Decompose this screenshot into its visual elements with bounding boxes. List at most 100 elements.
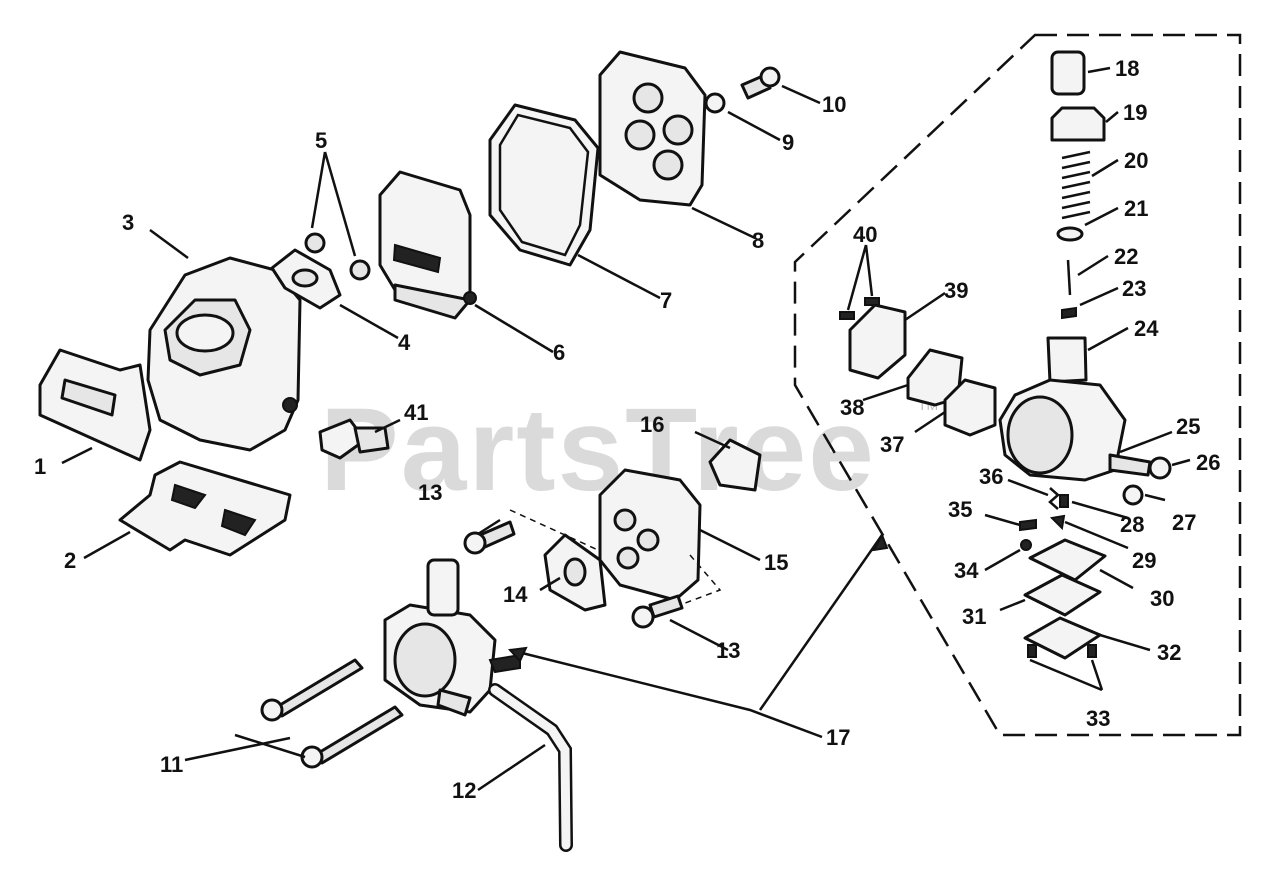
- part-heat-shield-slot: [60, 378, 117, 417]
- callout-14: 14: [503, 582, 528, 607]
- part-muffler-gasket: [118, 460, 292, 557]
- callout-24: 24: [1134, 316, 1159, 341]
- callout-3: 3: [122, 210, 134, 235]
- part-spacer-screw-lower-shank: [648, 594, 684, 619]
- callout-32: 32: [1157, 640, 1181, 665]
- part-carb-lever: [488, 653, 521, 674]
- part-35-pin: [1019, 518, 1037, 532]
- part-25-screw: [1108, 453, 1152, 477]
- callout-30: 30: [1150, 586, 1174, 611]
- callout-10: 10: [822, 92, 846, 117]
- part-21-washer: [1056, 226, 1084, 242]
- callout-18: 18: [1115, 56, 1139, 81]
- part-carb-long-screw-lower: [313, 705, 404, 765]
- callout-34: 34: [954, 558, 979, 583]
- part-40-screw-b: [864, 297, 880, 306]
- callout-36: 36: [979, 464, 1003, 489]
- part-18-cap: [1050, 50, 1086, 96]
- callout-1: 1: [34, 454, 46, 479]
- callout-41: 41: [404, 400, 428, 425]
- part-bracket-spring: [392, 243, 442, 274]
- part-gasket-port-b: [220, 508, 257, 537]
- part-spacer-hole-b: [636, 528, 660, 552]
- part-37-gasket: [943, 378, 997, 437]
- callout-8: 8: [752, 228, 764, 253]
- callout-23: 23: [1122, 276, 1146, 301]
- part-30-gasket: [1028, 538, 1107, 582]
- callout-35: 35: [948, 497, 972, 522]
- part-28-pin: [1059, 494, 1069, 508]
- callout-31: 31: [962, 604, 986, 629]
- callout-13-lower: 13: [716, 638, 740, 663]
- callout-21: 21: [1124, 196, 1148, 221]
- part-spacer-gasket: [708, 438, 762, 492]
- callout-15: 15: [764, 550, 788, 575]
- callout-29: 29: [1132, 548, 1156, 573]
- carburetor-kit-boundary: [793, 33, 1242, 737]
- callout-25: 25: [1176, 414, 1200, 439]
- part-exhaust-gasket-hole: [291, 268, 319, 288]
- callout-4: 4: [398, 330, 411, 355]
- callout-39: 39: [944, 278, 968, 303]
- part-gasket-port-a: [170, 483, 207, 510]
- part-spacer-hole-c: [616, 546, 640, 570]
- callout-16: 16: [640, 412, 664, 437]
- part-nut-b: [349, 259, 371, 281]
- part-air-filter-gasket-inner: [498, 113, 590, 257]
- callout-40: 40: [853, 222, 877, 247]
- callout-22: 22: [1114, 244, 1138, 269]
- callout-20: 20: [1124, 148, 1148, 173]
- part-spark-deflector: [318, 418, 367, 460]
- part-33-screw-a: [1027, 644, 1037, 658]
- callout-2: 2: [64, 548, 76, 573]
- part-muffler-outlet: [282, 397, 298, 413]
- part-carb-long-screw-upper: [273, 658, 364, 718]
- callout-33: 33: [1086, 706, 1110, 731]
- arrow-head-kit: [872, 532, 889, 552]
- part-washer: [704, 92, 726, 114]
- callout-37: 37: [880, 432, 904, 457]
- part-19-fitting: [1050, 106, 1106, 142]
- callout-7: 7: [660, 288, 672, 313]
- part-spacer-hole-a: [613, 508, 637, 532]
- part-fuel-line-inner: [490, 685, 571, 850]
- part-spacer-screw-lower-head: [631, 605, 655, 629]
- callout-12: 12: [452, 778, 476, 803]
- callout-38: 38: [840, 395, 864, 420]
- callout-5: 5: [315, 128, 327, 153]
- part-carb-diaphragm-cover: [393, 622, 457, 698]
- part-27-plug: [1122, 484, 1144, 506]
- part-bracket-fitting: [463, 291, 477, 305]
- part-nut-a: [304, 232, 326, 254]
- part-air-filter-gasket: [488, 103, 600, 267]
- callout-13-upper: 13: [418, 480, 442, 505]
- part-carb-body-face: [1006, 395, 1074, 475]
- part-spacer-alignment: [509, 509, 722, 606]
- part-bracket-base: [393, 283, 472, 320]
- part-39-plate: [848, 303, 907, 380]
- part-carb-long-screw-upper-head: [260, 698, 284, 722]
- callout-27: 27: [1172, 510, 1196, 535]
- part-31-diaphragm: [1023, 573, 1102, 617]
- part-filter-screw-head: [759, 66, 781, 88]
- part-36-spring: [1048, 487, 1060, 510]
- part-filter-cell-d: [652, 149, 684, 181]
- part-20-spring: [1061, 150, 1091, 220]
- callout-19: 19: [1123, 100, 1147, 125]
- part-carb-gasket-hole: [563, 557, 587, 587]
- part-29-lever: [1049, 514, 1066, 531]
- part-carb-base: [436, 688, 472, 717]
- callout-17: 17: [826, 725, 850, 750]
- arrow-head-17: [507, 646, 528, 663]
- part-filter-cell-c: [624, 119, 656, 151]
- part-22-needle: [1066, 259, 1072, 296]
- callout-9: 9: [782, 130, 794, 155]
- callout-11: 11: [160, 752, 183, 777]
- callout-26: 26: [1196, 450, 1220, 475]
- part-filter-cell-b: [662, 114, 694, 146]
- callout-6: 6: [553, 340, 565, 365]
- part-34-screw: [1020, 539, 1032, 551]
- part-carb-throttle-barrel: [426, 558, 460, 617]
